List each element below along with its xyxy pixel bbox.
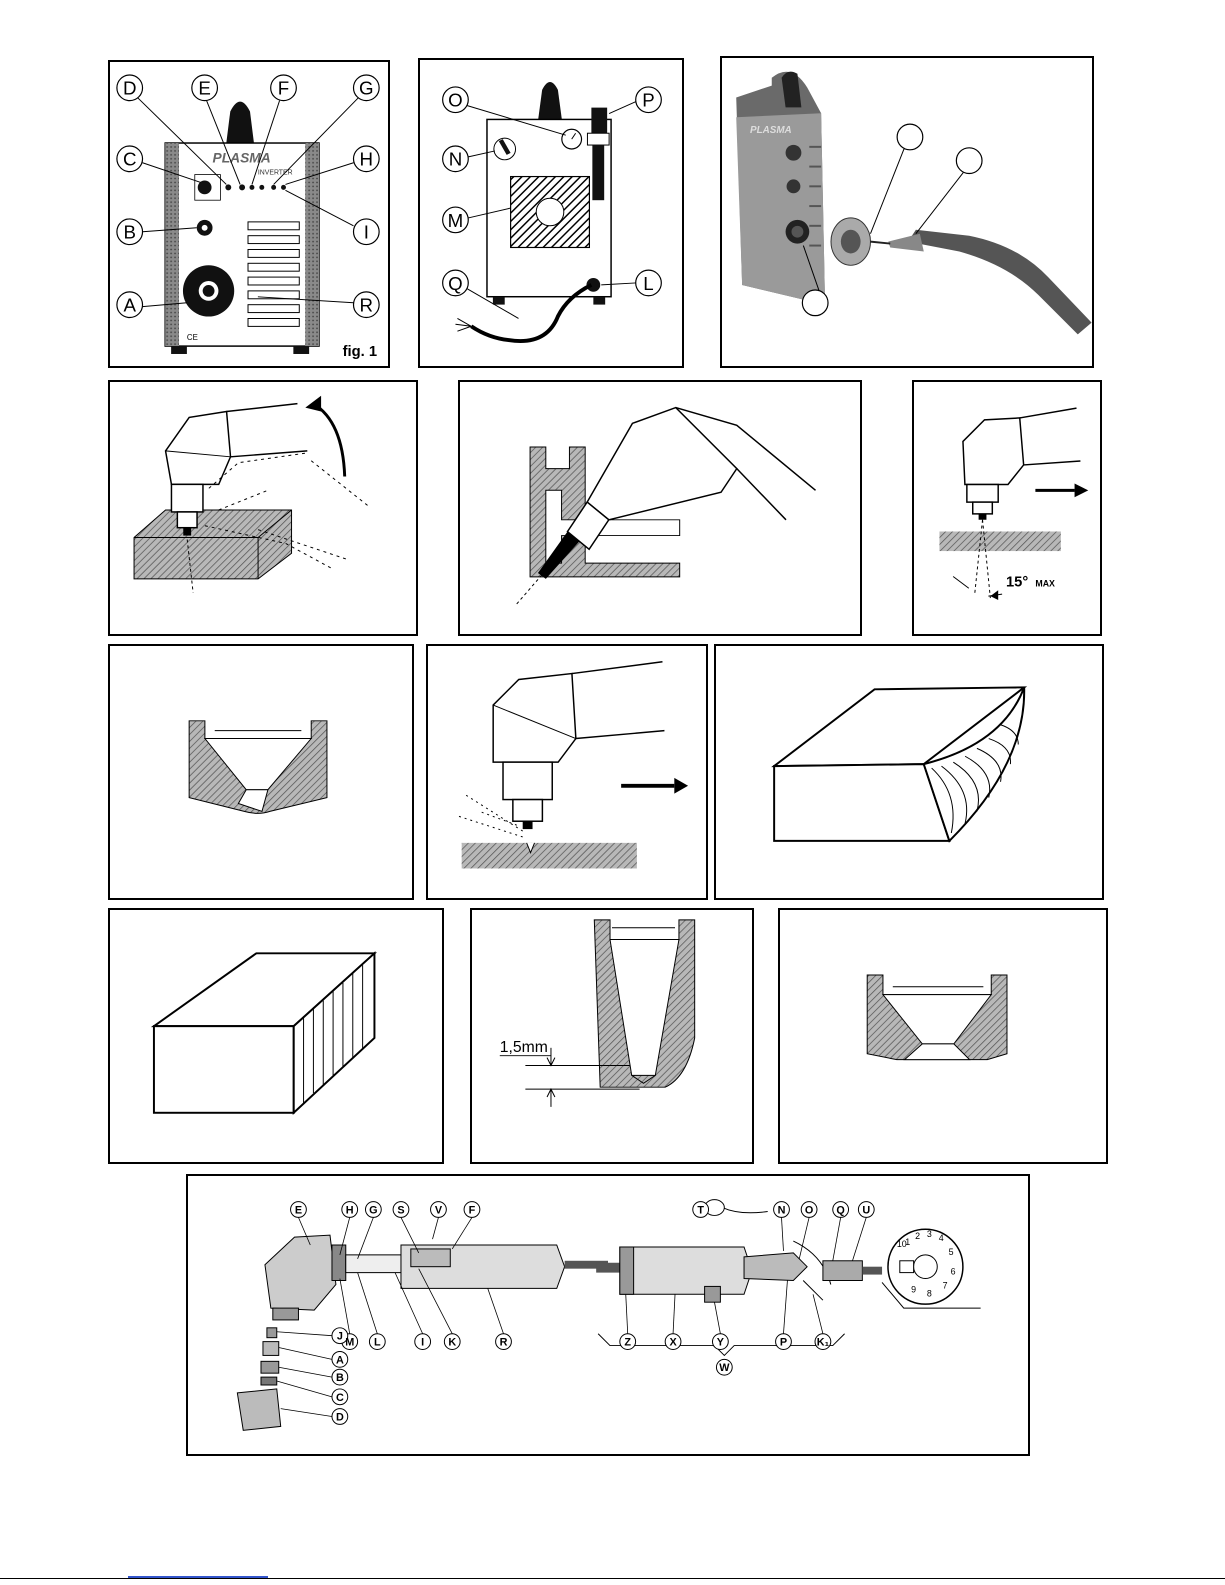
pin-10: 10 (897, 1239, 907, 1249)
torch-exploded-diagram: 1 2 3 4 5 6 7 8 9 10 (188, 1176, 1028, 1454)
torch-label-O: O (805, 1204, 813, 1216)
panel-block-straight-cut (108, 908, 444, 1164)
angle-label: 15° (1006, 574, 1028, 590)
torch-label-Y: Y (717, 1337, 725, 1349)
torch-label-J: J (337, 1331, 343, 1343)
torch-label-X: X (669, 1337, 677, 1349)
panel-torch-connection-photo: PLASMA (720, 56, 1094, 368)
footer-rule (0, 1578, 1225, 1579)
torch-label-K1: K₁ (817, 1337, 830, 1349)
label-B: B (123, 222, 135, 243)
figure-caption: fig. 1 (343, 344, 377, 360)
panel-piercing (426, 644, 708, 900)
block-straight-cut-diagram (110, 910, 442, 1162)
nozzle-worn-diagram (110, 646, 412, 898)
panel-block-curved-cut (714, 644, 1104, 900)
torch-label-W: W (719, 1362, 730, 1374)
torch-label-R: R (500, 1337, 508, 1349)
torch-label-N: N (778, 1204, 786, 1216)
panel-corner-cut (458, 380, 862, 636)
pin-6: 6 (951, 1267, 956, 1277)
nozzle-good-diagram (780, 910, 1106, 1162)
front-view-diagram: PLASMA INVERTER (110, 62, 388, 366)
label-Q: Q (448, 273, 463, 294)
distance-label: 1,5mm (500, 1039, 548, 1056)
torch-label-U: U (862, 1204, 870, 1216)
label-H: H (360, 149, 374, 170)
torch-label-K: K (448, 1337, 456, 1349)
panel-torch-exploded: 1 2 3 4 5 6 7 8 9 10 (186, 1174, 1030, 1456)
pin-9: 9 (911, 1284, 916, 1294)
panel-torch-tilt (108, 380, 418, 636)
torch-label-I: I (421, 1337, 424, 1349)
torch-label-C: C (336, 1392, 344, 1404)
torch-label-S: S (397, 1204, 404, 1216)
torch-connection-photo: PLASMA (722, 58, 1092, 366)
torch-label-L: L (374, 1337, 381, 1349)
torch-label-D: D (336, 1411, 344, 1423)
footer-link-underline (128, 1576, 268, 1578)
torch-label-B: B (336, 1372, 344, 1384)
panel-nozzle-worn (108, 644, 414, 900)
label-I: I (364, 222, 369, 243)
panel-angle-max: 15° MAX (912, 380, 1102, 636)
torch-label-Q: Q (836, 1204, 844, 1216)
label-L: L (643, 273, 653, 294)
torch-label-M: M (345, 1337, 354, 1349)
photo-machine-title: PLASMA (750, 125, 792, 136)
label-R: R (360, 295, 374, 316)
ce-mark: CE (187, 333, 198, 342)
pin-2: 2 (915, 1231, 920, 1241)
pin-4: 4 (939, 1233, 944, 1243)
panel-rear-view: O P N M Q L (418, 58, 684, 368)
label-A: A (123, 295, 136, 316)
label-O: O (448, 90, 463, 111)
pin-7: 7 (943, 1280, 948, 1290)
label-D: D (123, 78, 137, 99)
pin-3: 3 (927, 1229, 932, 1239)
piercing-diagram (428, 646, 706, 898)
label-P: P (642, 90, 654, 111)
torch-label-H: H (346, 1204, 354, 1216)
rear-view-diagram: O P N M Q L (420, 60, 682, 366)
pin-8: 8 (927, 1288, 932, 1298)
panel-nozzle-distance: 1,5mm (470, 908, 754, 1164)
torch-label-E: E (295, 1204, 302, 1216)
panel-nozzle-good (778, 908, 1108, 1164)
nozzle-distance-diagram: 1,5mm (472, 910, 752, 1162)
label-M: M (448, 210, 464, 231)
angle-max-diagram: 15° MAX (914, 382, 1100, 634)
torch-label-T: T (697, 1204, 704, 1216)
torch-label-A: A (336, 1354, 344, 1366)
corner-cut-diagram (460, 382, 860, 634)
panel-front-view: PLASMA INVERTER (108, 60, 390, 368)
torch-label-V: V (435, 1204, 443, 1216)
torch-tilt-diagram (110, 382, 416, 634)
label-N: N (449, 149, 463, 170)
angle-label-suffix: MAX (1035, 578, 1055, 588)
label-E: E (198, 78, 211, 99)
pin-5: 5 (949, 1247, 954, 1257)
label-F: F (278, 78, 289, 99)
torch-label-Z: Z (624, 1337, 631, 1349)
label-C: C (123, 149, 137, 170)
torch-label-F: F (469, 1204, 476, 1216)
label-G: G (359, 78, 374, 99)
block-curved-cut-diagram (716, 646, 1102, 898)
torch-label-G: G (369, 1204, 377, 1216)
torch-label-P: P (780, 1337, 787, 1349)
